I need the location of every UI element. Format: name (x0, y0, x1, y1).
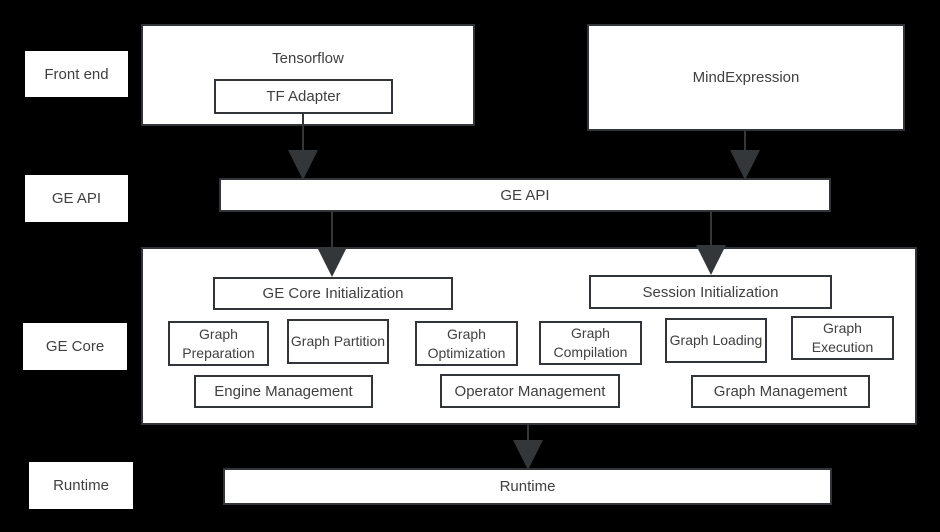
node-graph-execution: Graph Execution (791, 316, 894, 360)
tf-adapter-box: TF Adapter (214, 79, 393, 114)
node-graph-optimization: Graph Optimization (415, 321, 518, 366)
node-graph-preparation: Graph Preparation (168, 321, 269, 366)
tensorflow-box: Tensorflow TF Adapter (141, 24, 475, 126)
node-engine-management: Engine Management (194, 375, 373, 408)
ge-api-bar: GE API (219, 178, 831, 212)
node-graph-management: Graph Management (691, 375, 870, 408)
node-operator-management: Operator Management (440, 374, 620, 408)
node-graph-partition: Graph Partition (287, 319, 389, 364)
tensorflow-title: Tensorflow (272, 50, 344, 67)
row-label-front-end: Front end (25, 51, 128, 97)
node-ge-core-initialization: GE Core Initialization (213, 277, 453, 310)
row-label-runtime: Runtime (29, 462, 133, 509)
mindexpression-box: MindExpression (587, 24, 905, 131)
row-label-ge-api: GE API (25, 175, 128, 222)
ge-core-box: GE Core Initialization Session Initializ… (141, 247, 917, 425)
runtime-bar: Runtime (223, 468, 832, 505)
node-graph-loading: Graph Loading (665, 318, 767, 363)
row-label-ge-core: GE Core (23, 323, 127, 370)
node-session-initialization: Session Initialization (589, 275, 832, 309)
node-graph-compilation: Graph Compilation (539, 321, 642, 365)
